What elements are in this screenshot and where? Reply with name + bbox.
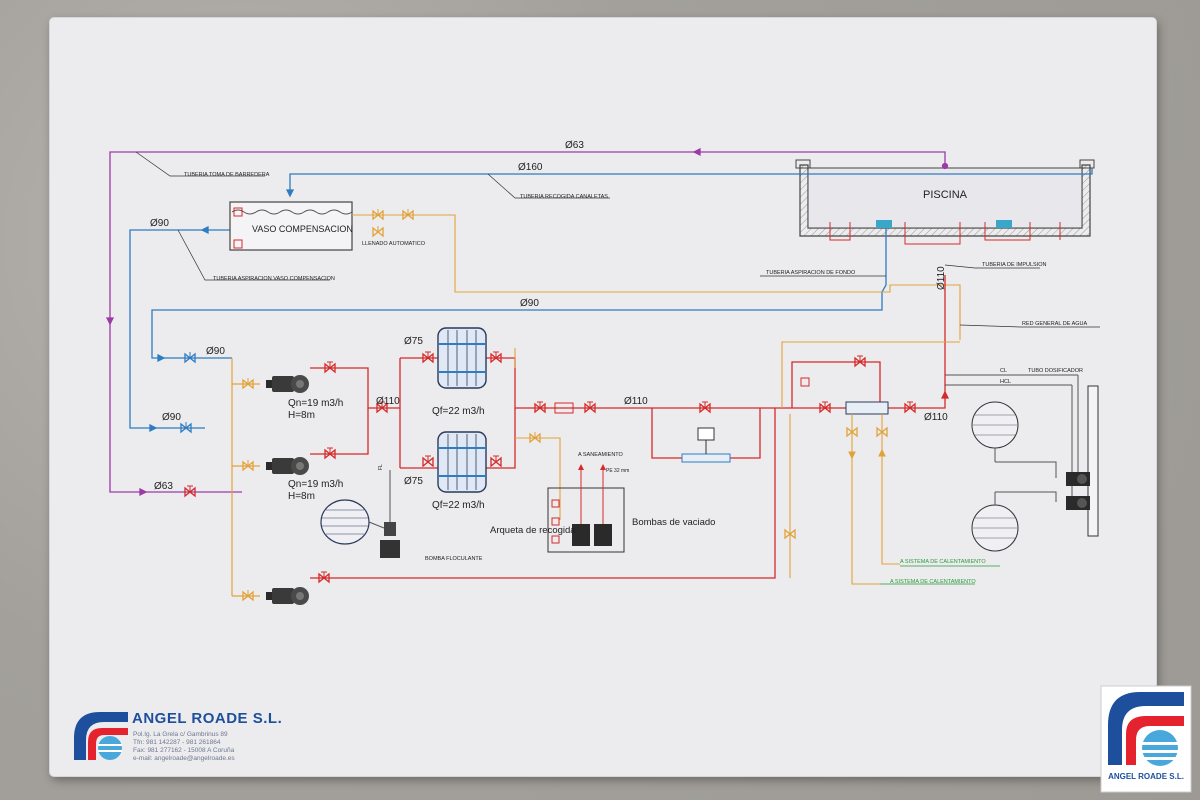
company-address: Pol.Ig. La Grela c/ Gambrinus 89 Tfn: 98… (133, 731, 235, 763)
address-line: Pol.Ig. La Grela c/ Gambrinus 89 (133, 731, 228, 738)
diameter-160: Ø160 (518, 162, 543, 173)
diameter-90-left: Ø90 (150, 218, 169, 229)
tank-suction-line (129, 225, 230, 433)
fill-valve-1[interactable] (372, 208, 384, 220)
main-valve-4[interactable] (819, 401, 831, 413)
diameter-90-mid: Ø90 (520, 298, 539, 309)
sweeper-valve[interactable] (184, 485, 196, 497)
fill-valve-2[interactable] (402, 208, 414, 220)
flocculant-label: BOMBA FLOCULANTE (425, 556, 483, 562)
diameter-63-low: Ø63 (154, 481, 173, 492)
diameter-110-vertical: Ø110 (936, 266, 947, 290)
to-sewer-label: A SANEAMIENTO (578, 452, 624, 458)
pump2-flow: Qn=19 m3/h (288, 479, 343, 490)
impulsion-label: TUBERIA DE IMPULSION (982, 262, 1047, 268)
filter1-valve-out[interactable] (490, 351, 502, 363)
flow-meter (554, 402, 574, 414)
bottom-suction-label: TUBERIA ASPIRACION DE FONDO (766, 270, 856, 276)
address-line: Fax: 981 277162 - 15008 A Coruña (133, 747, 235, 754)
hcl-label: HCL (1000, 379, 1011, 385)
leader-lines (135, 151, 1100, 328)
main-valve-2[interactable] (584, 401, 596, 413)
tank-label: VASO COMPENSACION (252, 224, 353, 234)
pool-label: PISCINA (923, 189, 968, 201)
drain-pumps-label: Bombas de vaciado (632, 517, 715, 528)
diameter-110-main: Ø110 (624, 396, 648, 407)
brand-logo-name: ANGEL ROADE S.L. (1108, 772, 1184, 781)
main-valve-1[interactable] (534, 401, 546, 413)
address-line: Tfn: 981 142287 - 981 261864 (133, 739, 221, 746)
diameter-110-pumps: Ø110 (376, 396, 400, 407)
compensation-tank: VASO COMPENSACION (229, 201, 353, 251)
company-logo (74, 712, 128, 760)
filter2-valve-in[interactable] (422, 455, 434, 467)
pumps (205, 357, 309, 605)
auto-fill-label: LLENADO AUTOMATICO (362, 241, 426, 247)
sweeper-label: TUBERIA TOMA DE BARREDERA (184, 172, 270, 178)
pump1-discharge-valve[interactable] (324, 361, 336, 373)
schematic-board (50, 18, 1156, 776)
heating-label-2: A SISTEMA DE CALENTAMIENTO (890, 579, 976, 585)
pump-1[interactable] (266, 375, 309, 393)
cl-label: CL (1000, 368, 1007, 374)
flocculant-unit (320, 470, 400, 558)
tank-suction-valve[interactable] (180, 421, 192, 433)
backwash-line (514, 348, 561, 520)
company-name: ANGEL ROADE S.L. (132, 710, 283, 727)
pool-inlets (829, 222, 1061, 245)
diameter-110-right: Ø110 (924, 412, 948, 423)
fl-label: FL (378, 464, 384, 470)
drain-pit (547, 464, 625, 553)
uv-control (697, 427, 715, 441)
diameter-75-top: Ø75 (404, 336, 423, 347)
gutter-line (285, 168, 1093, 198)
filter-2 (437, 431, 487, 493)
pump2-discharge-valve[interactable] (324, 447, 336, 459)
diameter-90-pump2: Ø90 (162, 412, 181, 423)
bypass-valve[interactable] (854, 355, 866, 367)
bottom-suction-line (151, 228, 887, 363)
mains-label: RED GENERAL DE AGUA (1022, 321, 1088, 327)
heating-label-1: A SISTEMA DE CALENTAMIENTO (900, 559, 986, 565)
mains-line (781, 300, 961, 408)
pit-label: Arqueta de recogida (490, 525, 576, 536)
pump-2[interactable] (266, 457, 309, 475)
brand-logo (1100, 685, 1192, 793)
pump1-head: H=8m (288, 410, 315, 421)
pump3-valve[interactable] (318, 571, 330, 583)
sweeper-line (105, 147, 949, 497)
pool: PISCINA (795, 159, 1095, 237)
diameter-63-top: Ø63 (565, 140, 584, 151)
auto-fill-line (352, 214, 961, 330)
pe-label: PE 32 mm (606, 468, 629, 474)
main-valve-5[interactable] (904, 401, 916, 413)
pump-3[interactable] (266, 587, 309, 605)
filter2-flow: Qf=22 m3/h (432, 500, 485, 511)
main-valve-3[interactable] (699, 401, 711, 413)
diameter-75-bottom: Ø75 (404, 476, 423, 487)
tank-suction-label: TUBERIA ASPIRACION VASO COMPENSACION (213, 276, 335, 282)
pump2-head: H=8m (288, 491, 315, 502)
filter1-valve-in[interactable] (422, 351, 434, 363)
dosing-system (945, 374, 1099, 552)
address-line: e-mail: angelroade@angelroade.es (133, 755, 235, 762)
heat-exchanger (845, 401, 889, 415)
filter-1 (437, 327, 487, 389)
filter1-flow: Qf=22 m3/h (432, 406, 485, 417)
gutters-label: TUBERIA RECOGIDA CANALETAS (520, 194, 608, 200)
filter2-valve-out[interactable] (490, 455, 502, 467)
fill-valve-3[interactable] (372, 225, 384, 237)
dosing-label: TUBO DOSIFICADOR (1028, 368, 1083, 374)
heating-lines (789, 414, 900, 585)
uv-unit (681, 453, 731, 463)
backwash-valve[interactable] (529, 431, 541, 443)
diameter-90-pump1: Ø90 (206, 346, 225, 357)
pump1-flow: Qn=19 m3/h (288, 398, 343, 409)
bottom-suction-valve[interactable] (184, 351, 196, 363)
